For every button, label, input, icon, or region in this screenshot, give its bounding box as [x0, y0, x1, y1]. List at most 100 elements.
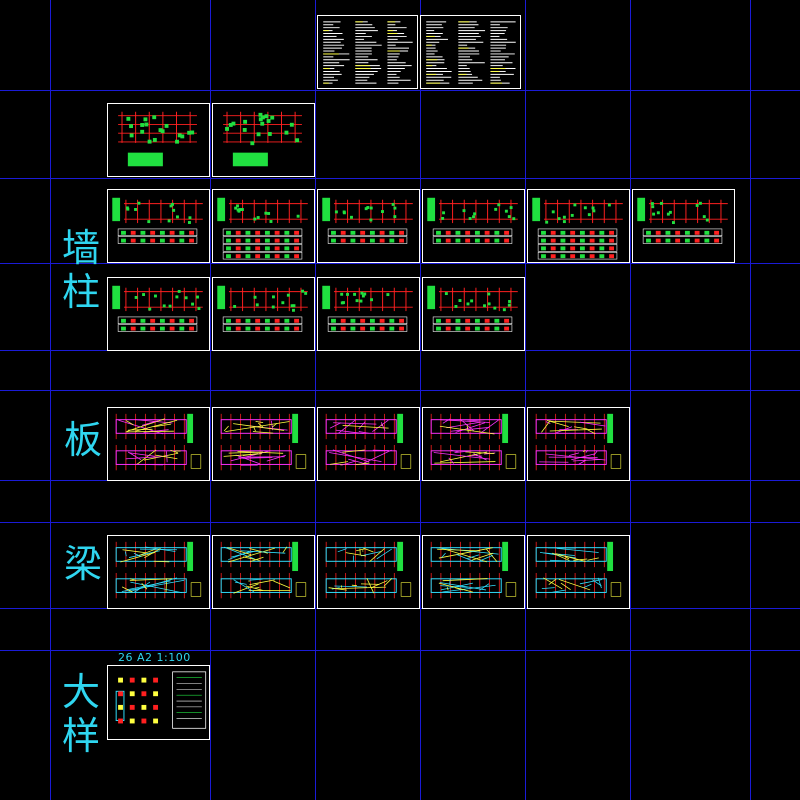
- column-mark: [292, 308, 295, 312]
- legend-block: [502, 413, 509, 444]
- column-mark: [301, 289, 305, 293]
- section-detail: [550, 254, 556, 259]
- section-detail: [599, 230, 605, 235]
- legend-block: [232, 152, 268, 167]
- drawing-sheet-beam-4[interactable]: [422, 535, 525, 609]
- rebar-line: [558, 578, 591, 591]
- section-detail: [274, 230, 280, 235]
- rebar-line: [126, 580, 171, 591]
- column-mark: [487, 302, 491, 306]
- detail-table-row: [327, 316, 408, 325]
- drawing-sheet-wall-column-row-2-3[interactable]: [317, 277, 420, 351]
- label-char: 样: [62, 714, 101, 758]
- section-detail: [226, 318, 231, 323]
- section-detail: [704, 230, 710, 235]
- detail-table-row: [222, 251, 303, 260]
- rebar-line: [228, 550, 252, 561]
- legend-block: [607, 413, 614, 444]
- column-mark: [695, 203, 699, 207]
- rebar-line: [223, 546, 255, 560]
- drawing-sheet-wall-column-row-1-4[interactable]: [422, 189, 525, 263]
- drawing-sheet-beam-5[interactable]: [527, 535, 630, 609]
- drawing-sheet-foundation-2[interactable]: [212, 103, 315, 177]
- section-detail: [550, 246, 556, 251]
- drawing-sheet-wall-column-row-2-2[interactable]: [212, 277, 315, 351]
- section-detail: [550, 230, 556, 235]
- detail-table-row: [537, 236, 618, 244]
- drawing-sheet-wall-column-row-2-1[interactable]: [107, 277, 210, 351]
- drawing-sheet-wall-column-row-1-2[interactable]: [212, 189, 315, 263]
- drawing-sheet-beam-2[interactable]: [212, 535, 315, 609]
- section-detail: [389, 238, 395, 243]
- section-detail: [179, 326, 185, 331]
- rebar-line: [439, 582, 487, 591]
- drawing-sheet-beam-3[interactable]: [317, 535, 420, 609]
- section-detail: [284, 254, 290, 259]
- footing: [258, 117, 263, 122]
- section-detail: [609, 246, 615, 251]
- column-legend: [217, 285, 226, 310]
- section-detail: [331, 326, 336, 331]
- rebar-line: [433, 452, 491, 460]
- drawing-sheet-foundation-1[interactable]: [107, 103, 210, 177]
- rebar-line: [129, 578, 173, 581]
- drawing-sheet-detail-1[interactable]: [107, 665, 210, 740]
- grid-line: [0, 263, 800, 264]
- drawing-sheet-wall-column-row-2-4[interactable]: [422, 277, 525, 351]
- rebar-line: [441, 552, 446, 558]
- rebar-line: [543, 577, 563, 590]
- column-mark: [172, 208, 176, 212]
- footing: [187, 130, 192, 135]
- drawing-sheet-beam-1[interactable]: [107, 535, 210, 609]
- sheet-drawing: [535, 413, 622, 471]
- section-detail: [494, 238, 500, 243]
- grid-line: [525, 0, 526, 800]
- rebar-line: [585, 449, 589, 453]
- section-detail: [284, 318, 290, 323]
- drawing-sheet-wall-column-row-1-6[interactable]: [632, 189, 735, 263]
- column-mark: [353, 292, 357, 296]
- rebar-line: [573, 558, 588, 561]
- section-detail: [350, 318, 356, 323]
- section-detail: [130, 326, 136, 331]
- drawing-sheet-slab-2[interactable]: [212, 407, 315, 481]
- footing: [180, 134, 185, 139]
- drawing-sheet-slab-1[interactable]: [107, 407, 210, 481]
- drawing-sheet-wall-column-row-1-1[interactable]: [107, 189, 210, 263]
- footing: [284, 130, 289, 135]
- column-mark: [583, 206, 587, 210]
- drawing-sheet-wall-column-row-1-5[interactable]: [527, 189, 630, 263]
- drawing-sheet-slab-4[interactable]: [422, 407, 525, 481]
- drawing-sheet-general-notes-2[interactable]: [420, 15, 521, 89]
- grid-line: [420, 0, 421, 800]
- section-detail: [445, 318, 451, 323]
- rebar-line: [438, 547, 493, 559]
- section-detail: [284, 246, 290, 251]
- rebar-line: [467, 554, 479, 559]
- section-detail: [675, 238, 681, 243]
- section-detail: [235, 238, 241, 243]
- drawing-sheet-wall-column-row-1-3[interactable]: [317, 189, 420, 263]
- rebar-line: [448, 457, 455, 464]
- section-detail: [150, 238, 156, 243]
- rebar-line: [587, 557, 599, 561]
- section-detail: [484, 318, 490, 323]
- section-detail: [504, 326, 510, 331]
- rebar-line: [560, 582, 571, 591]
- section-detail: [235, 230, 241, 235]
- section-detail: [130, 230, 136, 235]
- section-detail: [389, 326, 395, 331]
- section-detail: [264, 326, 270, 331]
- drawing-sheet-slab-5[interactable]: [527, 407, 630, 481]
- section-detail: [284, 326, 290, 331]
- section-detail: [579, 246, 585, 251]
- section-detail: [714, 238, 720, 243]
- drawing-sheet-slab-3[interactable]: [317, 407, 420, 481]
- drawing-sheet-general-notes-1[interactable]: [317, 15, 418, 89]
- grid-line: [0, 650, 800, 651]
- section-detail: [226, 326, 231, 331]
- section-detail: [665, 230, 671, 235]
- sheet-drawing: [427, 197, 518, 244]
- section-detail: [541, 230, 546, 235]
